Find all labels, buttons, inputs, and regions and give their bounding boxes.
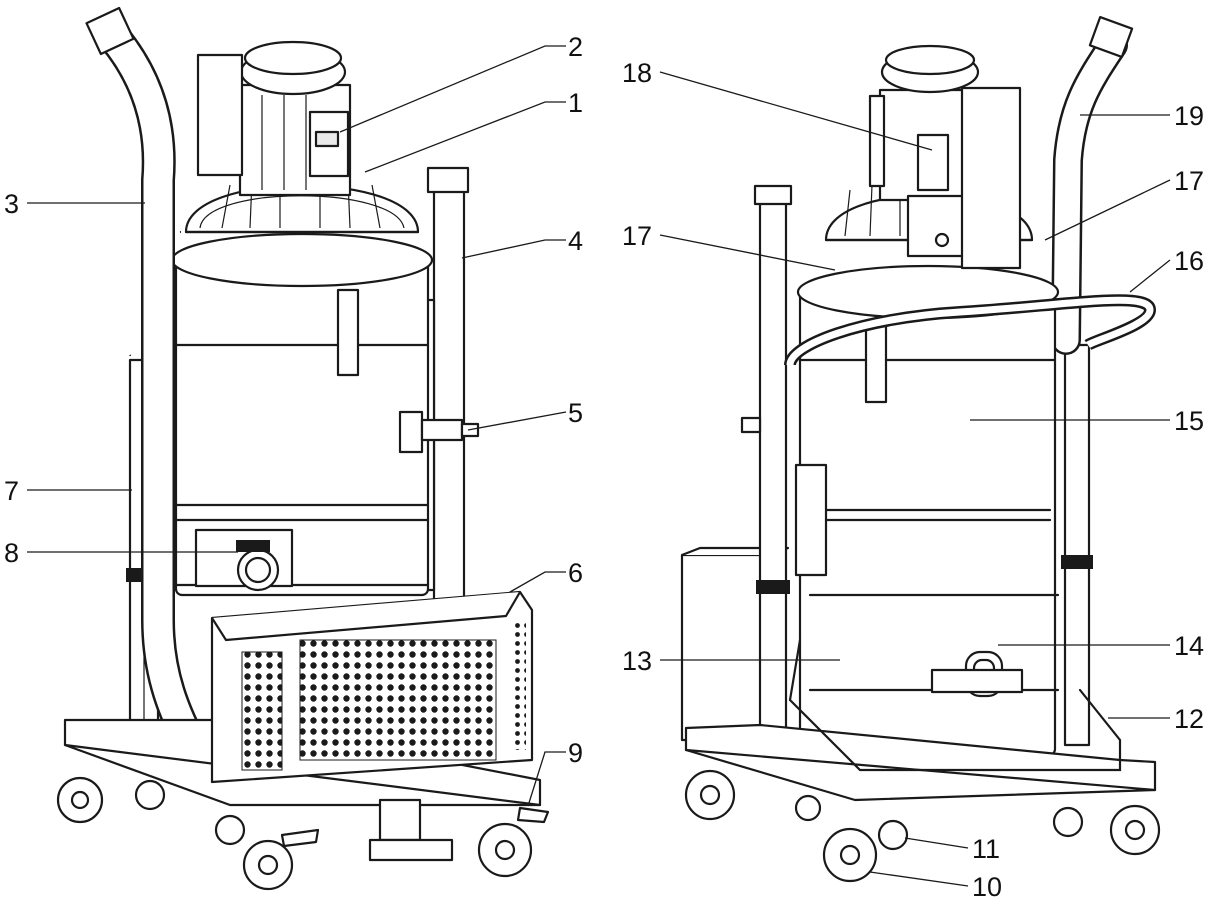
label-18: 18 [622, 58, 652, 88]
callout-labels: 1 2 3 4 5 6 7 8 9 10 11 12 13 14 15 16 1… [4, 32, 1204, 902]
label-2: 2 [568, 32, 583, 62]
leader-6 [509, 571, 566, 593]
leader-9 [527, 751, 566, 807]
label-1: 1 [568, 88, 583, 118]
label-13: 13 [622, 646, 652, 676]
label-10: 10 [972, 872, 1002, 902]
label-3: 3 [4, 189, 19, 219]
label-7: 7 [4, 476, 19, 506]
label-6: 6 [568, 558, 583, 588]
rear-view [680, 15, 1161, 883]
leader-1 [364, 101, 566, 173]
label-14: 14 [1174, 631, 1204, 661]
leader-2 [339, 45, 566, 133]
label-17a: 17 [1174, 166, 1204, 196]
leader-11 [904, 837, 969, 849]
label-4: 4 [568, 226, 583, 256]
label-17b: 17 [622, 221, 652, 251]
label-16: 16 [1174, 246, 1204, 276]
leader-17a [1044, 179, 1171, 241]
leader-5 [467, 411, 567, 431]
leader-16 [1129, 259, 1171, 293]
leader-4 [461, 239, 566, 259]
label-12: 12 [1174, 704, 1204, 734]
front-view [56, 6, 550, 891]
label-19: 19 [1174, 101, 1204, 131]
label-5: 5 [568, 398, 583, 428]
leader-18 [659, 71, 933, 151]
label-8: 8 [4, 538, 19, 568]
leader-10 [869, 871, 969, 887]
label-15: 15 [1174, 406, 1204, 436]
label-11: 11 [972, 834, 1000, 864]
leader-lines [27, 45, 1171, 887]
leader-17b [659, 234, 836, 271]
label-9: 9 [568, 738, 583, 768]
